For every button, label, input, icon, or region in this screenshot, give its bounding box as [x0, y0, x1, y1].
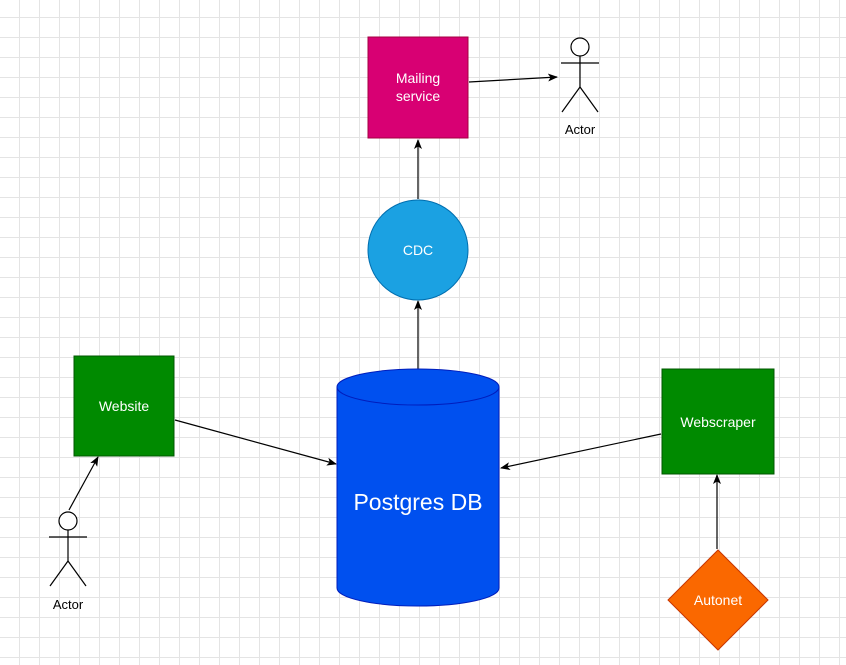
- actor-website-user-label: Actor: [53, 597, 84, 612]
- postgres-db-cylinder: [336, 368, 500, 607]
- autonet-label: Autonet: [694, 592, 742, 608]
- edge-actor-to-website[interactable]: [68, 456, 99, 511]
- cdc-label: CDC: [403, 242, 433, 258]
- mailing-service-label-line2: service: [396, 88, 441, 104]
- website-label: Website: [99, 398, 150, 414]
- edge-mailing-to-actor[interactable]: [468, 73, 558, 83]
- postgres-db-label: Postgres DB: [353, 489, 482, 515]
- actor-icon: [561, 37, 599, 113]
- autonet-diamond: [667, 549, 769, 651]
- cdc-node[interactable]: CDC: [367, 199, 469, 301]
- cdc-circle: [367, 199, 469, 301]
- edge-website-to-postgres[interactable]: [174, 419, 337, 466]
- actor-mail-recipient[interactable]: Actor: [561, 37, 599, 137]
- mailing-service-label-line1: Mailing: [396, 70, 440, 86]
- postgres-db-node[interactable]: Postgres DB: [336, 368, 500, 607]
- webscraper-box: [661, 368, 775, 475]
- autonet-node[interactable]: Autonet: [667, 549, 769, 651]
- webscraper-node[interactable]: Webscraper: [661, 368, 775, 475]
- mailing-service-node[interactable]: Mailing service: [367, 36, 469, 139]
- webscraper-label: Webscraper: [680, 414, 756, 430]
- actor-website-user[interactable]: Actor: [49, 511, 87, 612]
- website-node[interactable]: Website: [73, 355, 175, 457]
- website-box: [73, 355, 175, 457]
- edge-webscraper-to-postgres[interactable]: [500, 433, 662, 471]
- actor-mail-recipient-label: Actor: [565, 122, 596, 137]
- connectors: [68, 73, 721, 549]
- actor-icon: [49, 511, 87, 587]
- mailing-service-box: [367, 36, 469, 139]
- postgres-db-top-rim: [336, 386, 500, 406]
